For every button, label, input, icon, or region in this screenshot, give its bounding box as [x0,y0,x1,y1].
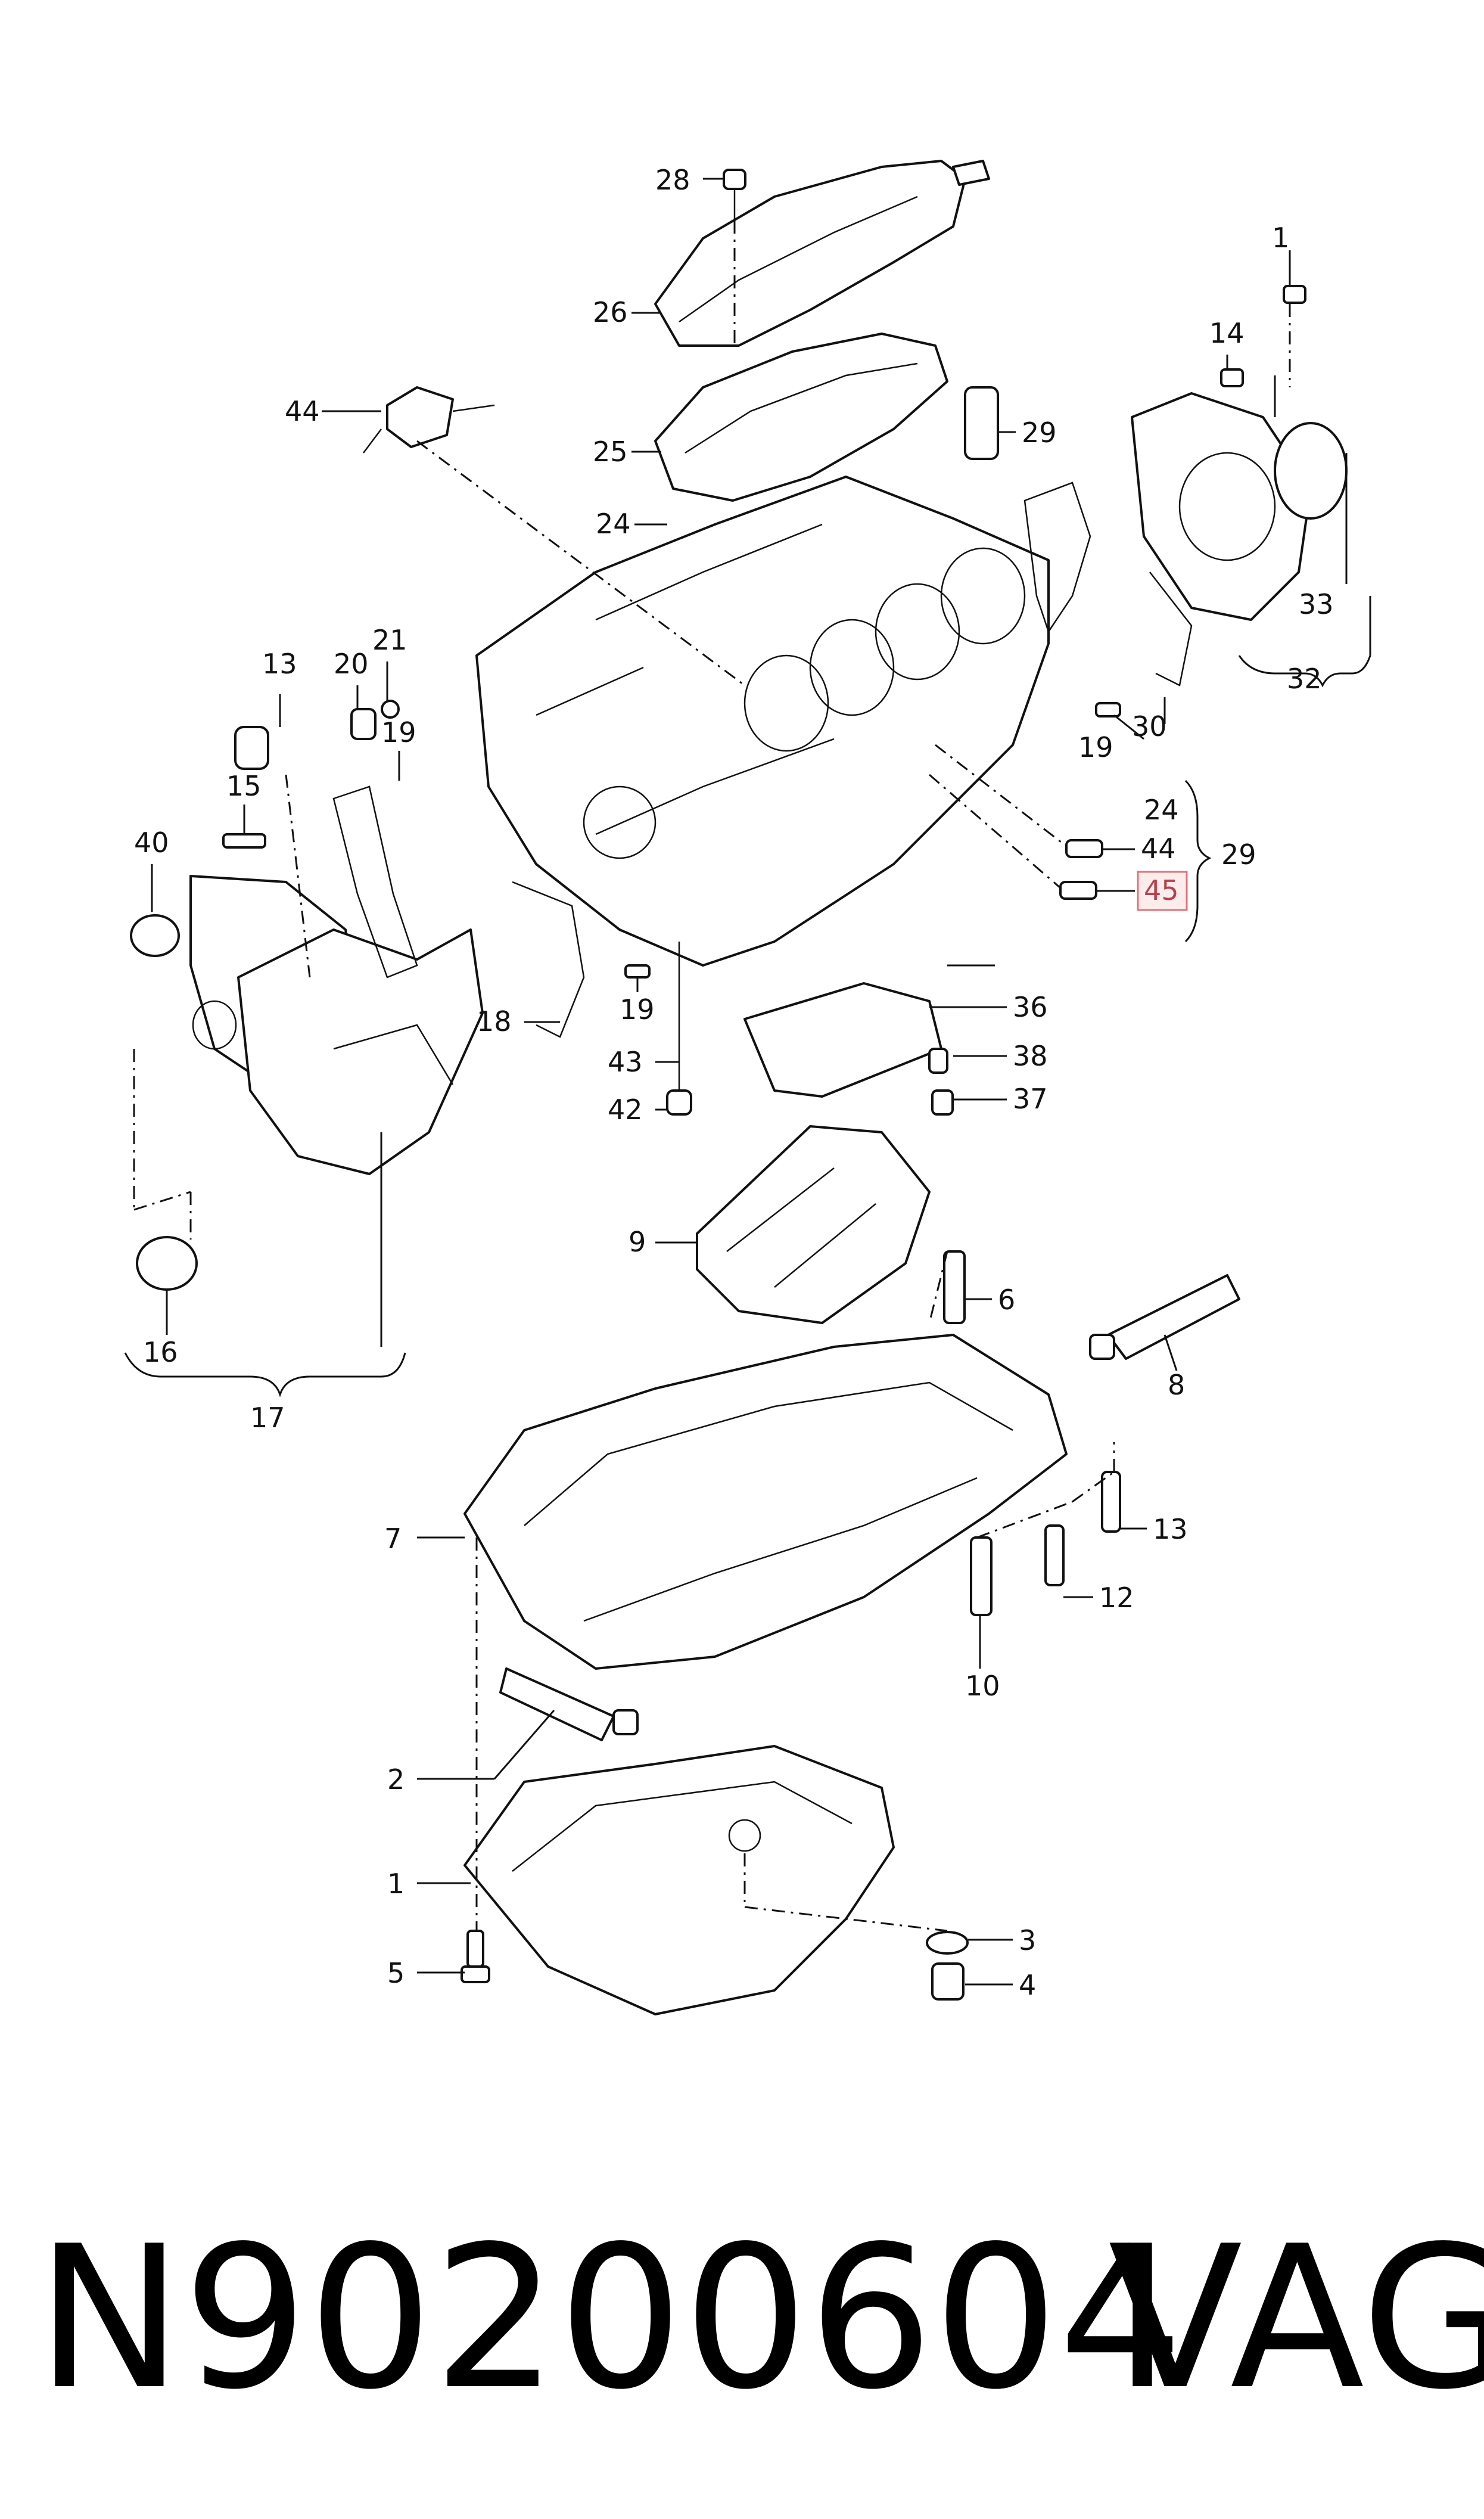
callout-label: 20 [334,648,369,680]
left-gasket-part [332,785,585,1038]
baffle-part [696,1125,966,1324]
callout-label: 33 [1299,588,1334,620]
callout-label: 44 [1141,833,1176,865]
callout-label: 19 [1078,731,1113,763]
callout-label: 16 [143,1336,178,1368]
bearing-bridge-part [743,982,954,1116]
oil-filler-part [964,386,999,460]
leader-lines [151,178,1291,1986]
callout-label: 18 [477,1005,512,1038]
callout-label: 17 [250,1402,285,1434]
sealant-tube-left [499,1667,639,1741]
callout-label: 4 [1019,1969,1036,2001]
callout-label: 15 [226,770,262,802]
callout-labels: 28 26 25 24 29 44 1 14 33 32 30 19 24 44… [134,164,1334,2001]
callout-label: 37 [1013,1083,1048,1115]
callout-label: 3 [1019,1924,1036,1956]
callout-label: 24 [1144,794,1179,826]
callout-label: 19 [381,716,416,748]
callout-label: 42 [608,1094,643,1126]
callout-label: 26 [593,296,628,328]
upper-oil-pan-part [463,1334,1068,1670]
callout-label: 21 [372,624,407,656]
cover-gasket-part [654,333,948,502]
brand-name: VAG [1108,2204,1484,2433]
rear-cover-part [1131,392,1348,621]
pan-bolts-right [970,1471,1121,1616]
small-parts-left [222,700,400,849]
pan-bolt-lower [461,1930,490,1983]
callout-label: 9 [629,1226,646,1258]
drain-plug-part [926,1931,969,2001]
sealant-tube-right [1089,1274,1240,1360]
callout-label: 14 [1209,317,1245,349]
seal-ring-parts [130,914,198,1291]
callout-label: 32 [1287,663,1322,695]
sensor-part [363,386,495,454]
callout-label: 1 [387,1868,405,1900]
callout-label: 5 [387,1957,405,1989]
callout-label: 28 [655,164,690,196]
callout-label: 24 [596,508,631,540]
callout-label-highlighted: 45 [1144,874,1179,906]
callout-label: 43 [608,1046,643,1078]
callout-label: 29 [1022,417,1057,449]
dashed-connection-lines [133,220,1291,1932]
callout-label: 29 [1221,838,1256,871]
bolt-parts [624,169,1306,1116]
callout-label: 44 [285,395,320,427]
callout-label: 38 [1013,1040,1048,1072]
lower-oil-pan-part [463,1745,895,2015]
callout-label: 30 [1132,710,1167,743]
rear-gasket-part [1023,482,1193,687]
callout-label: 10 [965,1670,1000,1702]
exploded-parts-diagram: 28 26 25 24 29 44 1 14 33 32 30 19 24 44… [124,160,1371,2015]
callout-label: 36 [1013,991,1048,1023]
callout-label: 7 [384,1523,402,1555]
callout-label: 13 [262,648,297,680]
front-cover-part [237,928,484,1175]
callout-label: 8 [1168,1369,1185,1401]
highlight-box [1137,871,1188,911]
callout-label: 1 [1272,222,1289,254]
group-brackets [124,375,1371,1397]
callout-label: 2 [387,1763,405,1796]
callout-label: 19 [620,993,655,1026]
callout-label: 25 [593,436,628,468]
part-number: N90200604 [36,2204,1184,2433]
caption: N90200604 VAG [0,2199,1484,2437]
callout-label: 6 [998,1284,1015,1316]
callout-label: 40 [134,827,169,859]
callout-label: 12 [1099,1582,1134,1614]
callout-label: 13 [1153,1513,1188,1545]
intake-cover-part [654,160,990,347]
engine-block-part [475,476,1050,967]
